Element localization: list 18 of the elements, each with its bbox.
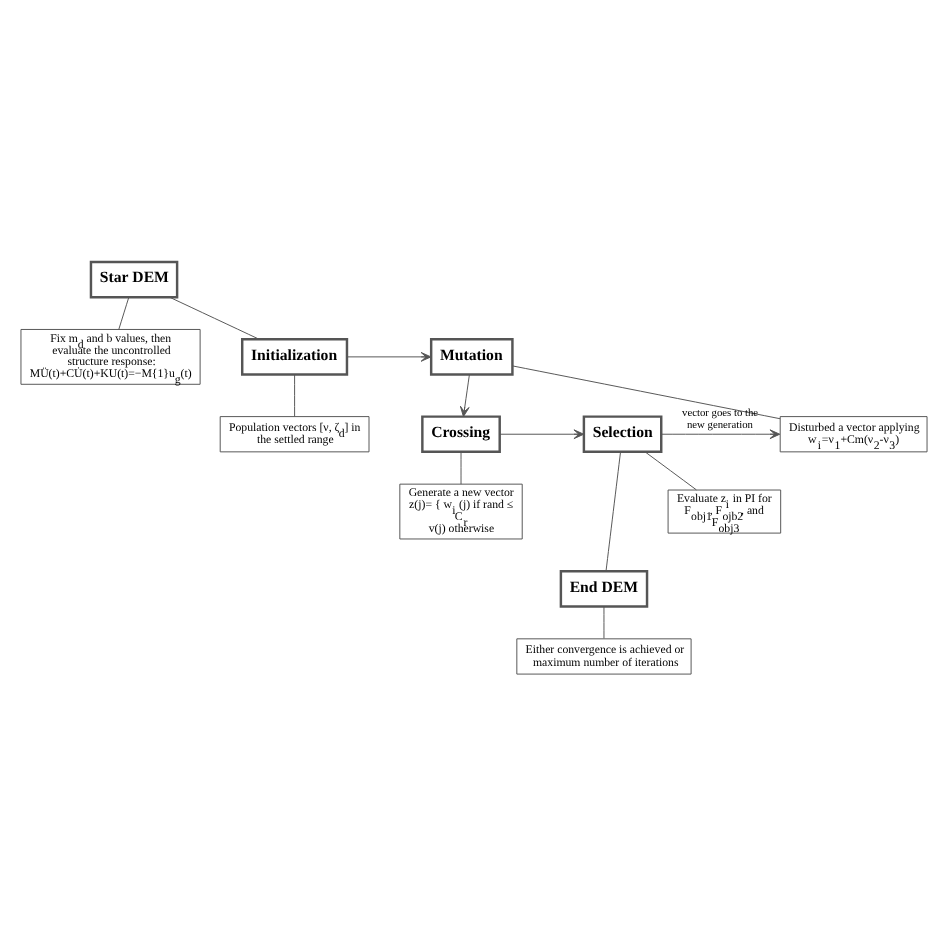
arrow — [459, 373, 470, 417]
connector — [603, 605, 605, 638]
node-box: Selection — [582, 414, 663, 453]
arrow — [660, 428, 781, 439]
connector — [644, 450, 697, 490]
node-box: End DEM — [559, 569, 649, 607]
arrow — [346, 351, 432, 361]
connector — [605, 450, 621, 571]
node-box: Initialization — [241, 337, 349, 375]
connector — [294, 373, 296, 417]
connector — [169, 295, 260, 339]
node-box: Mutation — [429, 337, 514, 375]
connector — [512, 364, 781, 419]
node-box: Star DEM — [89, 259, 179, 298]
node-box: Crossing — [421, 414, 501, 453]
connector — [460, 450, 462, 484]
arrow — [499, 428, 585, 439]
connector — [118, 295, 130, 329]
